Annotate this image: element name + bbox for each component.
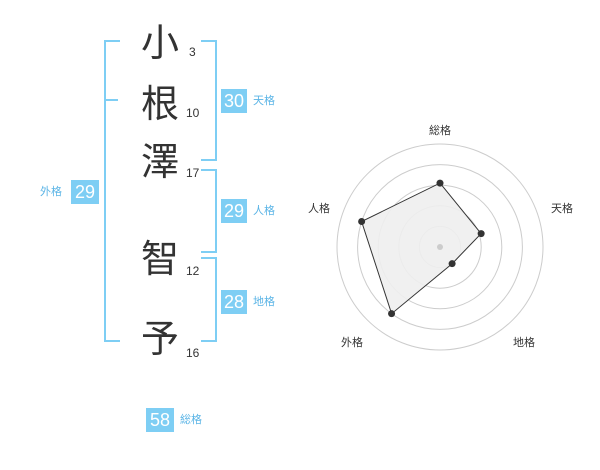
stroke-count-3: 17 bbox=[186, 166, 200, 180]
stroke-count-2: 10 bbox=[186, 106, 200, 120]
chikaku-bracket bbox=[201, 257, 217, 342]
radar-point-1 bbox=[436, 179, 444, 187]
char-2: 根 bbox=[141, 82, 180, 126]
tenkaku-bracket bbox=[201, 40, 217, 161]
radar-point-3 bbox=[448, 260, 456, 268]
radar-center-dot bbox=[437, 244, 443, 250]
soukaku-label: 総格 bbox=[180, 413, 202, 426]
tenkaku-label: 天格 bbox=[253, 94, 275, 107]
gaikaku-label: 外格 bbox=[40, 185, 62, 198]
gaikaku-bracket bbox=[104, 40, 120, 342]
char-4: 智 bbox=[141, 237, 180, 281]
gaikaku-bracket-tick bbox=[104, 99, 118, 101]
radar-polygon bbox=[360, 182, 482, 315]
stroke-count-5: 16 bbox=[186, 346, 200, 360]
char-5: 予 bbox=[141, 317, 180, 361]
chikaku-label: 地格 bbox=[253, 295, 275, 308]
axis-label-chikaku: 地格 bbox=[513, 335, 535, 349]
char-1: 小 bbox=[141, 21, 180, 65]
soukaku-badge: 58 bbox=[146, 408, 174, 432]
char-3: 澤 bbox=[141, 140, 180, 184]
radar-ring bbox=[357, 164, 523, 330]
chikaku-badge: 28 bbox=[221, 290, 247, 314]
jinkaku-bracket bbox=[201, 169, 217, 253]
axis-label-tenkaku: 天格 bbox=[551, 201, 573, 215]
jinkaku-badge: 29 bbox=[221, 199, 247, 223]
jinkaku-label: 人格 bbox=[253, 204, 275, 217]
radar-point-2 bbox=[477, 230, 485, 238]
axis-label-gaikaku: 外格 bbox=[341, 335, 363, 349]
radar-point-4 bbox=[388, 310, 396, 318]
tenkaku-badge: 30 bbox=[221, 89, 247, 113]
axis-label-jinkaku: 人格 bbox=[308, 201, 330, 215]
stroke-count-4: 12 bbox=[186, 264, 200, 278]
stroke-count-1: 3 bbox=[189, 45, 196, 59]
gaikaku-badge: 29 bbox=[71, 180, 99, 204]
axis-label-soukaku: 総格 bbox=[429, 123, 451, 137]
radar-point-5 bbox=[358, 218, 366, 226]
